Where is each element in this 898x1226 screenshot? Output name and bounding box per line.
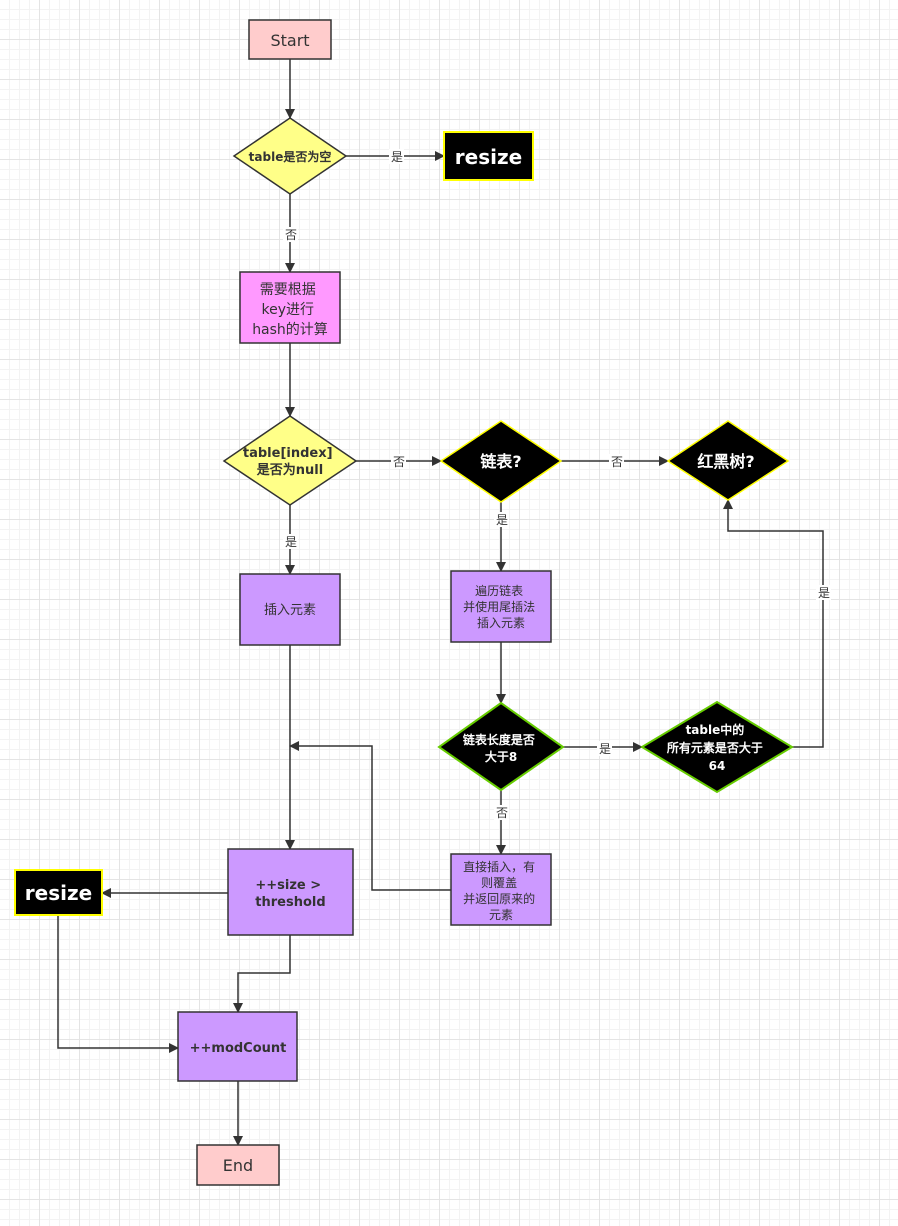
start-node[interactable]: Start xyxy=(248,19,332,60)
edge-label-empty-yes: 是 xyxy=(389,149,404,164)
gt64-line-2: 所有元素是否大于 xyxy=(667,740,763,755)
hash-calc-node[interactable]: 需要根据 key进行 hash的计算 xyxy=(239,271,341,344)
svg-text:遍历链表 并使用尾插法 插入: 遍历链表 并使用尾插法 插入元素 xyxy=(463,583,539,630)
traverse-node[interactable]: 遍历链表 并使用尾插法 插入元素 xyxy=(450,570,552,643)
index-null-line-2: 是否为null xyxy=(256,462,323,478)
length-gt8-line-2: 大于8 xyxy=(485,749,517,764)
direct-insert-line-3: 并返回原来的 xyxy=(463,891,535,906)
svg-text:否: 否 xyxy=(611,455,623,469)
direct-insert-line-1: 直接插入，有 xyxy=(463,859,535,874)
svg-text:是: 是 xyxy=(285,535,297,549)
hash-calc-line-2: key进行 xyxy=(262,302,315,318)
edge-label-list-no: 否 xyxy=(609,454,624,469)
direct-insert-line-2: 则覆盖 xyxy=(481,876,517,890)
edge-direct-to-merge xyxy=(289,741,451,891)
table-empty-label: table是否为空 xyxy=(249,149,332,164)
hash-calc-line-3: hash的计算 xyxy=(252,322,328,338)
gt64-line-1: table中的 xyxy=(686,722,745,737)
index-null-line-1: table[index] xyxy=(243,446,333,461)
edge-label-gt64-yes: 是 xyxy=(816,585,831,600)
linked-list-decision[interactable]: 链表? xyxy=(439,420,563,503)
size-check-line-1: ++size > xyxy=(255,878,321,893)
svg-text:是: 是 xyxy=(599,742,611,756)
rb-tree-decision[interactable]: 红黑树? xyxy=(666,420,790,501)
svg-text:否: 否 xyxy=(285,228,297,242)
svg-text:是: 是 xyxy=(391,150,403,164)
linked-list-label: 链表? xyxy=(480,452,521,471)
table-empty-decision[interactable]: table是否为空 xyxy=(232,117,348,195)
modcount-label: ++modCount xyxy=(190,1041,287,1056)
edge-label-len-yes: 是 xyxy=(597,741,612,756)
svg-text:++size > threshold: ++size > threshold xyxy=(255,878,325,910)
size-check-node[interactable]: ++size > threshold xyxy=(227,848,354,936)
direct-insert-line-4: 元素 xyxy=(489,908,513,922)
svg-text:需要根据 key进行 has: 需要根据 key进行 hash的计算 xyxy=(252,282,328,338)
gt64-line-3: 64 xyxy=(709,759,726,773)
svg-text:直接插入，有 则覆盖 并返回: 直接插入，有 则覆盖 并返回原来的 元素 xyxy=(463,859,539,922)
svg-text:是: 是 xyxy=(496,513,508,527)
edges xyxy=(57,59,824,1146)
resize-top-node[interactable]: resize xyxy=(443,131,534,181)
insert-label: 插入元素 xyxy=(264,603,316,618)
resize-bottom-label: resize xyxy=(25,881,92,905)
modcount-node[interactable]: ++modCount xyxy=(177,1011,298,1082)
traverse-line-1: 遍历链表 xyxy=(475,583,523,598)
svg-text:table中的 所有元素是否大于: table中的 所有元素是否大于 64 xyxy=(667,722,767,773)
svg-text:否: 否 xyxy=(393,455,405,469)
direct-insert-node[interactable]: 直接插入，有 则覆盖 并返回原来的 元素 xyxy=(450,853,552,926)
nodes: Start table是否为空 resize 需要根据 key进行 hash的计… xyxy=(14,19,794,1186)
edge-label-list-yes: 是 xyxy=(494,512,509,527)
size-check-line-2: threshold xyxy=(255,895,325,910)
edge-label-empty-no: 否 xyxy=(283,227,298,242)
traverse-line-2: 并使用尾插法 xyxy=(463,599,535,614)
traverse-line-3: 插入元素 xyxy=(477,616,525,630)
edge-label-null-no: 否 xyxy=(391,454,406,469)
length-gt8-decision[interactable]: 链表长度是否 大于8 xyxy=(437,701,565,792)
insert-node[interactable]: 插入元素 xyxy=(239,573,341,646)
edge-label-null-yes: 是 xyxy=(283,534,298,549)
end-node[interactable]: End xyxy=(196,1144,280,1186)
index-null-decision[interactable]: table[index] 是否为null xyxy=(222,415,358,506)
edge-label-len-no: 否 xyxy=(494,805,509,820)
gt64-decision[interactable]: table中的 所有元素是否大于 64 xyxy=(640,700,794,794)
svg-text:是: 是 xyxy=(818,586,830,600)
edge-gt64-yes xyxy=(723,499,824,748)
length-gt8-line-1: 链表长度是否 xyxy=(463,732,535,747)
resize-top-label: resize xyxy=(455,145,522,169)
resize-bottom-node[interactable]: resize xyxy=(14,869,103,916)
svg-text:链表长度是否 大于8: 链表长度是否 大于8 xyxy=(463,732,539,764)
end-label: End xyxy=(223,1156,253,1175)
hash-calc-line-1: 需要根据 xyxy=(260,282,316,298)
edge-resize-to-modcount xyxy=(57,915,179,1053)
svg-text:否: 否 xyxy=(496,806,508,820)
rb-tree-label: 红黑树? xyxy=(697,452,754,471)
edge-labels: 是 否 否 否 是 是 是 是 否 xyxy=(283,149,831,820)
edge-size-to-modcount xyxy=(233,935,291,1013)
start-label: Start xyxy=(270,31,309,50)
svg-text:table[index] 是否为null: table[index] 是否为null xyxy=(243,446,337,478)
